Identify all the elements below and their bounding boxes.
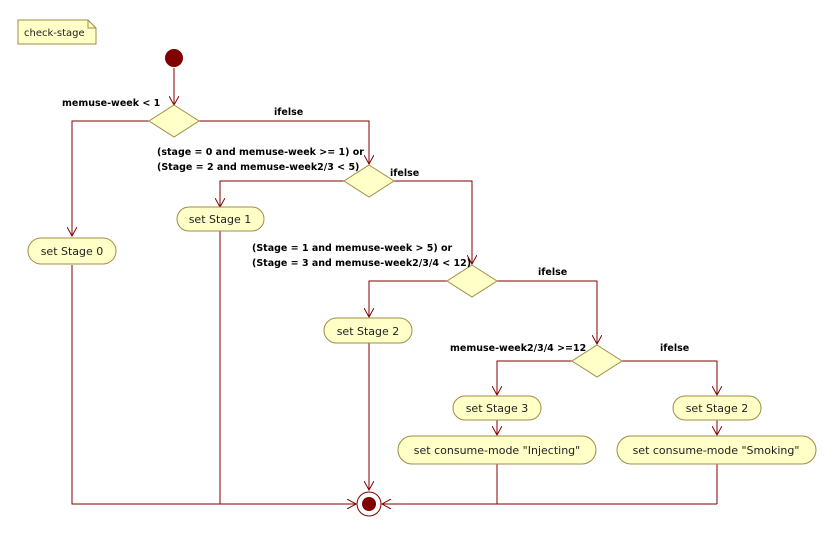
decision-4 xyxy=(571,344,623,378)
else-label-4: ifelse xyxy=(660,343,689,354)
edge-d4-stage2b xyxy=(622,360,717,395)
action-label: set consume-mode "Injecting" xyxy=(414,444,580,457)
action-label: set Stage 2 xyxy=(686,402,749,415)
action-label: set consume-mode "Smoking" xyxy=(633,444,800,457)
note-check-stage: check-stage xyxy=(17,19,97,45)
edge-injecting-end xyxy=(382,464,498,504)
guard-label-3a: (Stage = 1 and memuse-week > 5) or xyxy=(252,243,453,254)
action-set-stage-2a: set Stage 2 xyxy=(323,317,413,344)
decision-1 xyxy=(148,104,200,138)
end-node xyxy=(356,491,382,517)
edge-d4-stage3 xyxy=(497,360,572,395)
note-text: check-stage xyxy=(24,28,85,39)
action-consume-injecting: set consume-mode "Injecting" xyxy=(397,435,597,465)
else-label-2: ifelse xyxy=(390,168,419,179)
else-label-3: ifelse xyxy=(538,267,567,278)
action-label: set Stage 1 xyxy=(189,213,252,226)
action-label: set Stage 0 xyxy=(41,245,104,258)
decision-2 xyxy=(343,164,395,198)
decision-3 xyxy=(446,264,498,298)
edge-d2-d3 xyxy=(394,180,472,264)
guard-label-2a: (stage = 0 and memuse-week >= 1) or xyxy=(157,147,364,158)
start-node xyxy=(165,49,183,67)
guard-label-2b: (Stage = 2 and memuse-week2/3 < 5) xyxy=(157,162,359,173)
guard-label-4: memuse-week2/3/4 >=12 xyxy=(450,343,586,354)
edges xyxy=(72,68,717,504)
edge-d3-d4 xyxy=(497,280,597,344)
guard-label-1: memuse-week < 1 xyxy=(62,98,160,109)
edge-d3-stage2a xyxy=(369,280,447,317)
action-set-stage-0: set Stage 0 xyxy=(27,237,117,265)
edge-d1-stage0 xyxy=(72,120,149,236)
edge-d2-stage1 xyxy=(220,180,344,207)
edge-d1-d2 xyxy=(199,120,369,164)
action-label: set Stage 3 xyxy=(466,402,529,415)
action-set-stage-2b: set Stage 2 xyxy=(672,395,762,421)
edge-stage0-end xyxy=(71,265,356,504)
else-label-1: ifelse xyxy=(274,107,303,118)
action-consume-smoking: set consume-mode "Smoking" xyxy=(616,435,817,465)
action-label: set Stage 2 xyxy=(337,325,400,338)
guard-label-3b: (Stage = 3 and memuse-week2/3/4 < 12) xyxy=(252,258,471,269)
action-set-stage-1: set Stage 1 xyxy=(176,206,265,232)
action-set-stage-3: set Stage 3 xyxy=(452,395,542,421)
